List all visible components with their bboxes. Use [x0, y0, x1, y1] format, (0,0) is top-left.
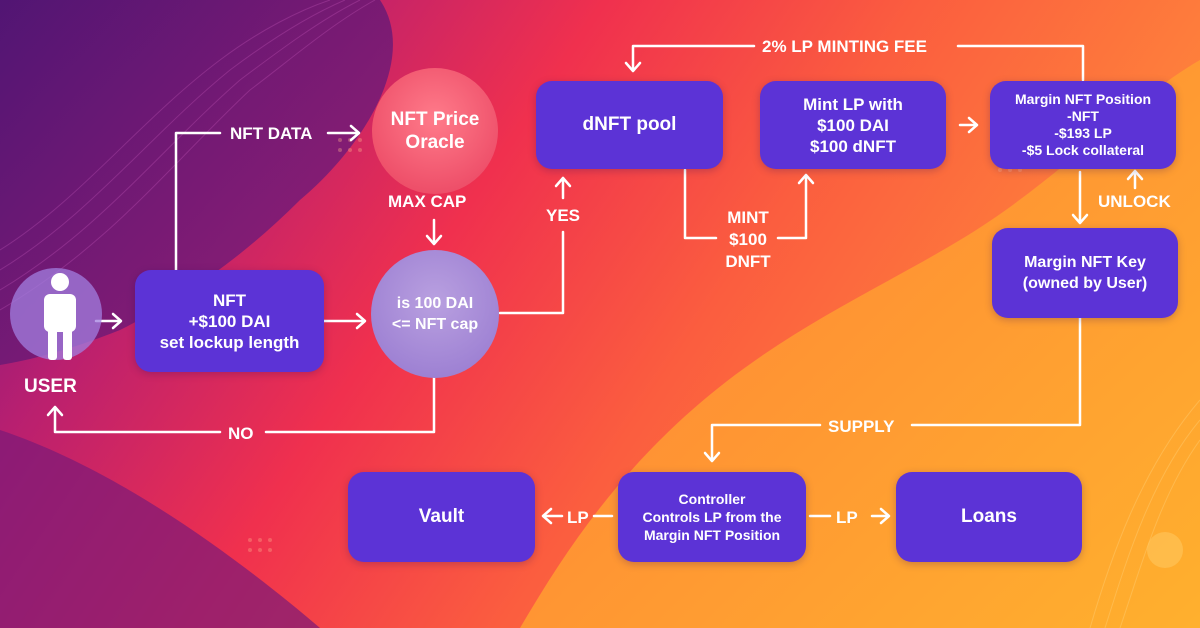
nft-input-box: NFT +$100 DAI set lockup length — [135, 270, 324, 372]
loans-box: Loans — [896, 472, 1082, 562]
loans-label: Loans — [961, 506, 1017, 527]
position-line-3: -$193 LP — [1054, 125, 1112, 141]
controller-line-1: Controller — [678, 491, 746, 507]
minting-fee-label: 2% LP MINTING FEE — [762, 37, 927, 56]
nft-input-line-3: set lockup length — [159, 332, 300, 352]
margin-nft-position-box: Margin NFT Position -NFT -$193 LP -$5 Lo… — [990, 81, 1176, 169]
mint-lp-line-2: $100 DAI — [817, 115, 889, 135]
mint-label: MINT $100 DNFT — [718, 207, 778, 273]
yes-label: YES — [546, 206, 581, 225]
user-node — [10, 268, 102, 360]
arrow-yes — [498, 230, 565, 315]
mint-label-line-1: MINT — [727, 208, 769, 227]
position-line-1: Margin NFT Position — [1014, 91, 1152, 107]
position-line-2: -NFT — [1067, 108, 1099, 124]
no-label: NO — [228, 424, 254, 443]
controller-line-3: Margin NFT Position — [643, 527, 781, 543]
cap-check: is 100 DAI <= NFT cap — [371, 250, 499, 378]
oracle-line-1: NFT Price — [390, 109, 480, 130]
arrow-supply — [910, 316, 1082, 427]
controller-box: Controller Controls LP from the Margin N… — [618, 472, 806, 562]
position-line-4: -$5 Lock collateral — [1021, 142, 1145, 158]
key-line-2: (owned by User) — [1022, 275, 1148, 292]
margin-nft-key-box: Margin NFT Key (owned by User) — [992, 228, 1178, 318]
arrow-no — [264, 376, 436, 434]
person-icon — [44, 273, 76, 360]
nft-data-label: NFT DATA — [230, 124, 313, 143]
oracle-line-2: Oracle — [405, 132, 465, 153]
vault-box: Vault — [348, 472, 535, 562]
dnft-pool-box: dNFT pool — [536, 81, 723, 169]
arrow-mint — [683, 168, 718, 240]
cap-check-line-2: <= NFT cap — [391, 316, 479, 333]
arrow-minting-fee — [956, 44, 1085, 82]
key-line-1: Margin NFT Key — [1024, 254, 1146, 271]
supply-label: SUPPLY — [828, 417, 895, 436]
mint-lp-line-3: $100 dNFT — [810, 136, 896, 156]
arrow-nft-data — [174, 131, 222, 272]
mint-lp-box: Mint LP with $100 DAI $100 dNFT — [760, 81, 946, 169]
max-cap-label: MAX CAP — [388, 192, 467, 211]
mint-label-line-3: DNFT — [725, 252, 771, 271]
nft-input-line-1: NFT — [212, 290, 247, 310]
lp-left-label: LP — [567, 508, 589, 527]
nft-price-oracle: NFT Price Oracle — [372, 68, 498, 194]
unlock-label: UNLOCK — [1098, 192, 1171, 211]
lp-right-label: LP — [836, 508, 858, 527]
nft-input-line-2: +$100 DAI — [188, 311, 271, 331]
controller-line-2: Controls LP from the — [642, 509, 782, 525]
mint-lp-line-1: Mint LP with — [803, 94, 903, 114]
dnft-pool-label: dNFT pool — [582, 114, 677, 135]
mint-label-line-2: $100 — [729, 230, 767, 249]
vault-label: Vault — [418, 506, 465, 527]
user-label: USER — [24, 376, 77, 397]
cap-check-line-1: is 100 DAI — [396, 295, 474, 312]
